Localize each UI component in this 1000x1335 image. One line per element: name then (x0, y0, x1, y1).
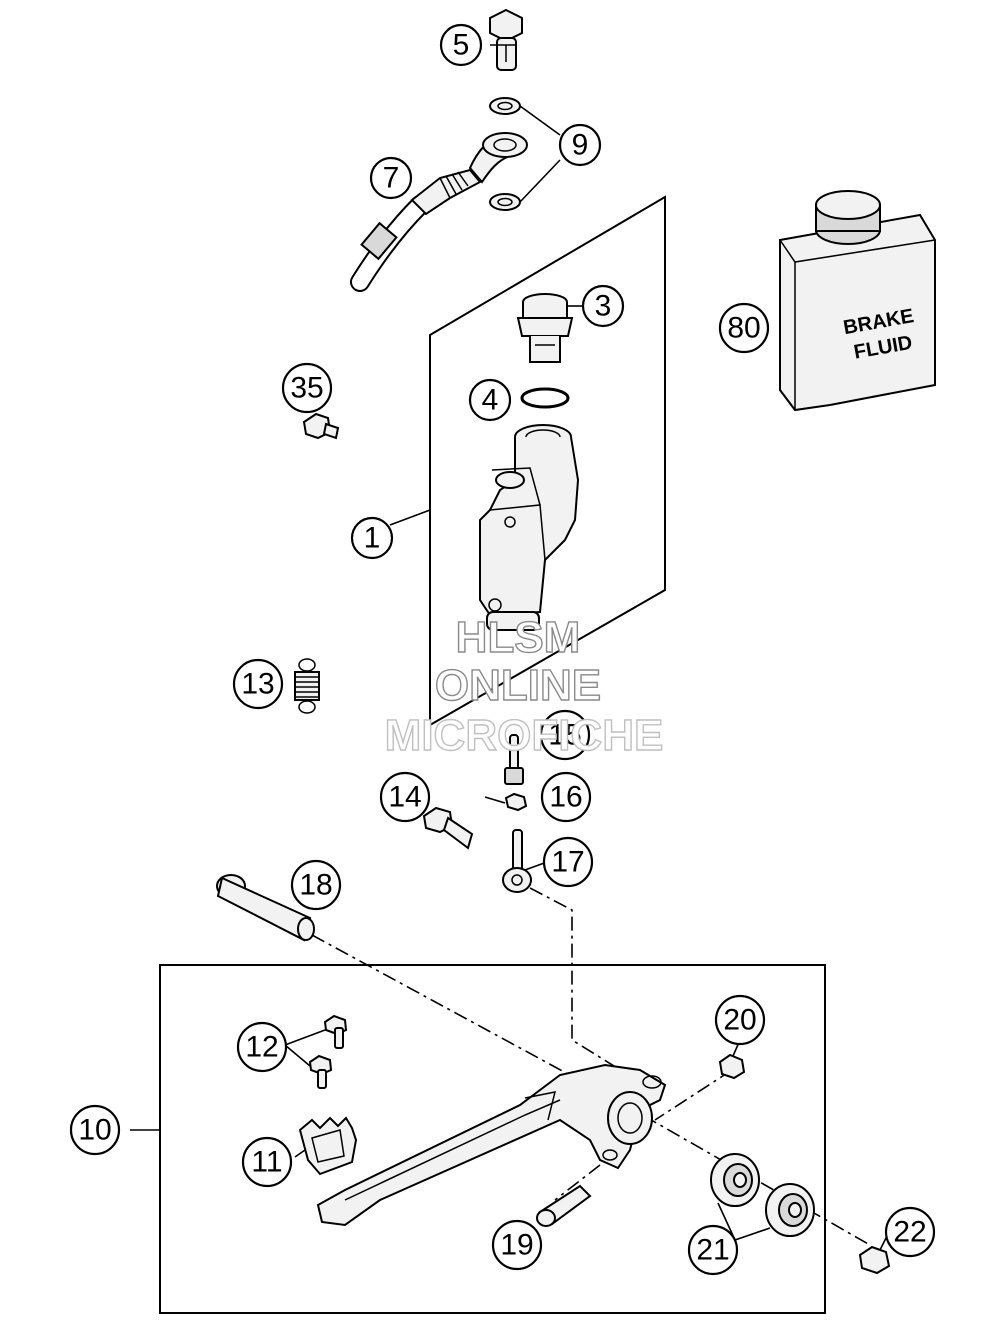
svg-text:22: 22 (893, 1216, 926, 1249)
svg-text:16: 16 (549, 781, 582, 814)
svg-text:3: 3 (595, 290, 612, 323)
screw-pair-part (308, 1014, 348, 1089)
banjo-bolt-part (489, 8, 523, 71)
svg-text:7: 7 (383, 162, 400, 195)
brake-hose-part (350, 132, 528, 292)
brake-pedal-lever-part (316, 1063, 667, 1227)
callout-7: 7 (369, 156, 413, 200)
callout-10: 10 (69, 1104, 121, 1156)
callout-3: 3 (581, 284, 625, 328)
callout-4: 4 (468, 378, 512, 422)
svg-text:17: 17 (551, 846, 584, 879)
svg-text:13: 13 (241, 668, 274, 701)
watermark-line3: MICROFICHE (385, 711, 664, 760)
callout-11: 11 (241, 1136, 293, 1188)
callout-5: 5 (439, 23, 483, 67)
callout-1: 1 (350, 516, 394, 560)
svg-text:1: 1 (364, 522, 381, 555)
callout-20: 20 (714, 994, 766, 1046)
clevis-axis-line (529, 887, 641, 1083)
callout-35: 35 (281, 362, 333, 414)
svg-text:18: 18 (299, 869, 332, 902)
callout-21: 21 (687, 1224, 739, 1276)
svg-text:19: 19 (500, 1229, 533, 1262)
small-bolt-part (302, 412, 340, 440)
return-spring-part (294, 658, 320, 714)
watermark-line1: HLSM (456, 613, 581, 662)
sealing-washer-top-part (489, 97, 521, 115)
svg-text:80: 80 (727, 312, 760, 345)
svg-text:4: 4 (482, 384, 499, 417)
reservoir-adapter-part (516, 293, 574, 363)
watermark: HLSM ONLINE MICROFICHE (384, 612, 664, 760)
callout-14: 14 (379, 771, 431, 823)
flange-nut-part (858, 1245, 891, 1275)
svg-text:35: 35 (290, 372, 323, 405)
clevis-rod-end-part (502, 829, 532, 893)
callout-15: 15 (539, 709, 591, 761)
master-cylinder-part (479, 424, 580, 631)
watermark-line2: ONLINE (435, 661, 601, 710)
bearing-pair-part (710, 1153, 815, 1237)
svg-text:9: 9 (572, 129, 589, 162)
svg-text:5: 5 (453, 29, 470, 62)
callout-80: 80 (718, 302, 770, 354)
svg-text:14: 14 (388, 781, 421, 814)
master-cylinder-group-frame (429, 195, 666, 727)
svg-text:15: 15 (548, 719, 581, 752)
svg-text:21: 21 (696, 1234, 729, 1267)
callout-13: 13 (232, 658, 284, 710)
pivot-pin-part (216, 874, 315, 942)
callout-16: 16 (540, 771, 592, 823)
callout-17: 17 (542, 836, 594, 888)
callout-18: 18 (290, 859, 342, 911)
svg-text:10: 10 (78, 1114, 111, 1147)
svg-text:20: 20 (723, 1004, 756, 1037)
callout-22: 22 (884, 1206, 936, 1258)
sealing-washer-bottom-part (489, 193, 521, 211)
pedal-pin-part (536, 1184, 592, 1227)
callout-9: 9 (558, 123, 602, 167)
svg-text:12: 12 (245, 1031, 278, 1064)
pushrod-part (504, 734, 524, 785)
shoulder-bolt-part (422, 806, 474, 850)
lock-nut-part (504, 792, 528, 812)
svg-text:11: 11 (251, 1146, 282, 1179)
callout-19: 19 (491, 1219, 543, 1271)
o-ring-part (520, 387, 570, 409)
callout-12: 12 (236, 1021, 288, 1073)
brake-pedal-group-frame (159, 964, 826, 1314)
brake-fluid-can-part: BRAKE FLUID (779, 190, 936, 412)
pedal-nut-part (718, 1053, 746, 1080)
pedal-step-plate-part (298, 1116, 358, 1176)
